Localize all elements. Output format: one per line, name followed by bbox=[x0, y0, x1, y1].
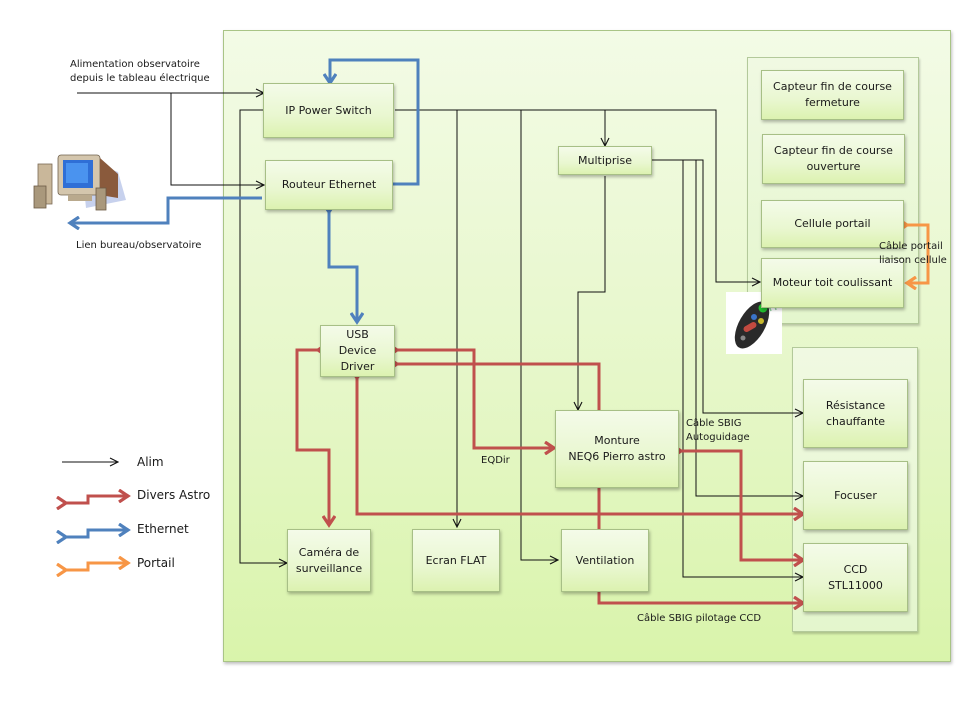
wire-multiprise-to-monture bbox=[578, 176, 606, 410]
capteur-ouverture-box[interactable]: Capteur fin de course ouverture bbox=[762, 134, 905, 184]
ethernet-wires bbox=[70, 58, 420, 322]
wire-eth-router-ipswitch bbox=[330, 58, 420, 184]
wire-usb-to-focuser bbox=[357, 378, 803, 514]
legend-ethernet-label: Ethernet bbox=[137, 522, 189, 536]
portail-wires bbox=[907, 225, 930, 283]
wire-ipswitch-bus bbox=[395, 109, 760, 282]
camera-surveillance-box[interactable]: Caméra de surveillance bbox=[287, 529, 371, 592]
wire-eth-router-usb bbox=[329, 212, 357, 322]
resistance-chauffante-box[interactable]: Résistance chauffante bbox=[803, 379, 908, 448]
legend-alim-label: Alim bbox=[137, 455, 164, 469]
legend-ethernet-line bbox=[66, 530, 128, 537]
focuser-box[interactable]: Focuser bbox=[803, 461, 908, 530]
wire-supply-to-router bbox=[170, 93, 264, 185]
astro-wires bbox=[295, 350, 803, 603]
ecran-flat-box[interactable]: Ecran FLAT bbox=[412, 529, 500, 592]
wire-eth-router-office bbox=[70, 196, 262, 223]
supply-label: Alimentation observatoire depuis le tabl… bbox=[70, 59, 210, 84]
multiprise-box[interactable]: Multiprise bbox=[558, 146, 652, 175]
legend-portail-line bbox=[66, 563, 128, 570]
wire-usb-to-camera bbox=[295, 350, 329, 525]
legend-astro-label: Divers Astro bbox=[137, 488, 211, 502]
cable-portail-label: Câble portail liaison cellule bbox=[879, 241, 947, 266]
desktop-computer-icon bbox=[33, 154, 126, 211]
ventilation-box[interactable]: Ventilation bbox=[561, 529, 649, 592]
sbig-autoguidage-label: Câble SBIG Autoguidage bbox=[686, 418, 750, 443]
sbig-pilotage-label: Câble SBIG pilotage CCD bbox=[637, 613, 762, 624]
legend-symbols bbox=[62, 462, 128, 570]
ip-power-switch-box[interactable]: IP Power Switch bbox=[263, 83, 394, 138]
routeur-ethernet-box[interactable]: Routeur Ethernet bbox=[265, 160, 393, 210]
monture-box[interactable]: Monture NEQ6 Pierro astro bbox=[555, 410, 679, 488]
wire-sbig-autoguidage bbox=[681, 451, 803, 560]
office-link-label: Lien bureau/observatoire bbox=[76, 240, 202, 251]
legend-astro-line bbox=[66, 496, 128, 503]
usb-device-driver-box[interactable]: USB Device Driver bbox=[320, 325, 395, 377]
wire-portail-cellule-moteur bbox=[907, 225, 930, 283]
legend-portail-label: Portail bbox=[137, 556, 175, 570]
wire-ipswitch-to-camera bbox=[239, 109, 287, 563]
capteur-fermeture-box[interactable]: Capteur fin de course fermeture bbox=[761, 70, 904, 120]
wire-to-ventilation bbox=[520, 110, 558, 560]
alim-wires bbox=[77, 93, 803, 577]
moteur-toit-box[interactable]: Moteur toit coulissant bbox=[761, 258, 904, 308]
cellule-portail-box[interactable]: Cellule portail bbox=[761, 200, 904, 248]
eqdir-label: EQDir bbox=[481, 455, 510, 466]
ccd-box[interactable]: CCD STL11000 bbox=[803, 543, 908, 612]
